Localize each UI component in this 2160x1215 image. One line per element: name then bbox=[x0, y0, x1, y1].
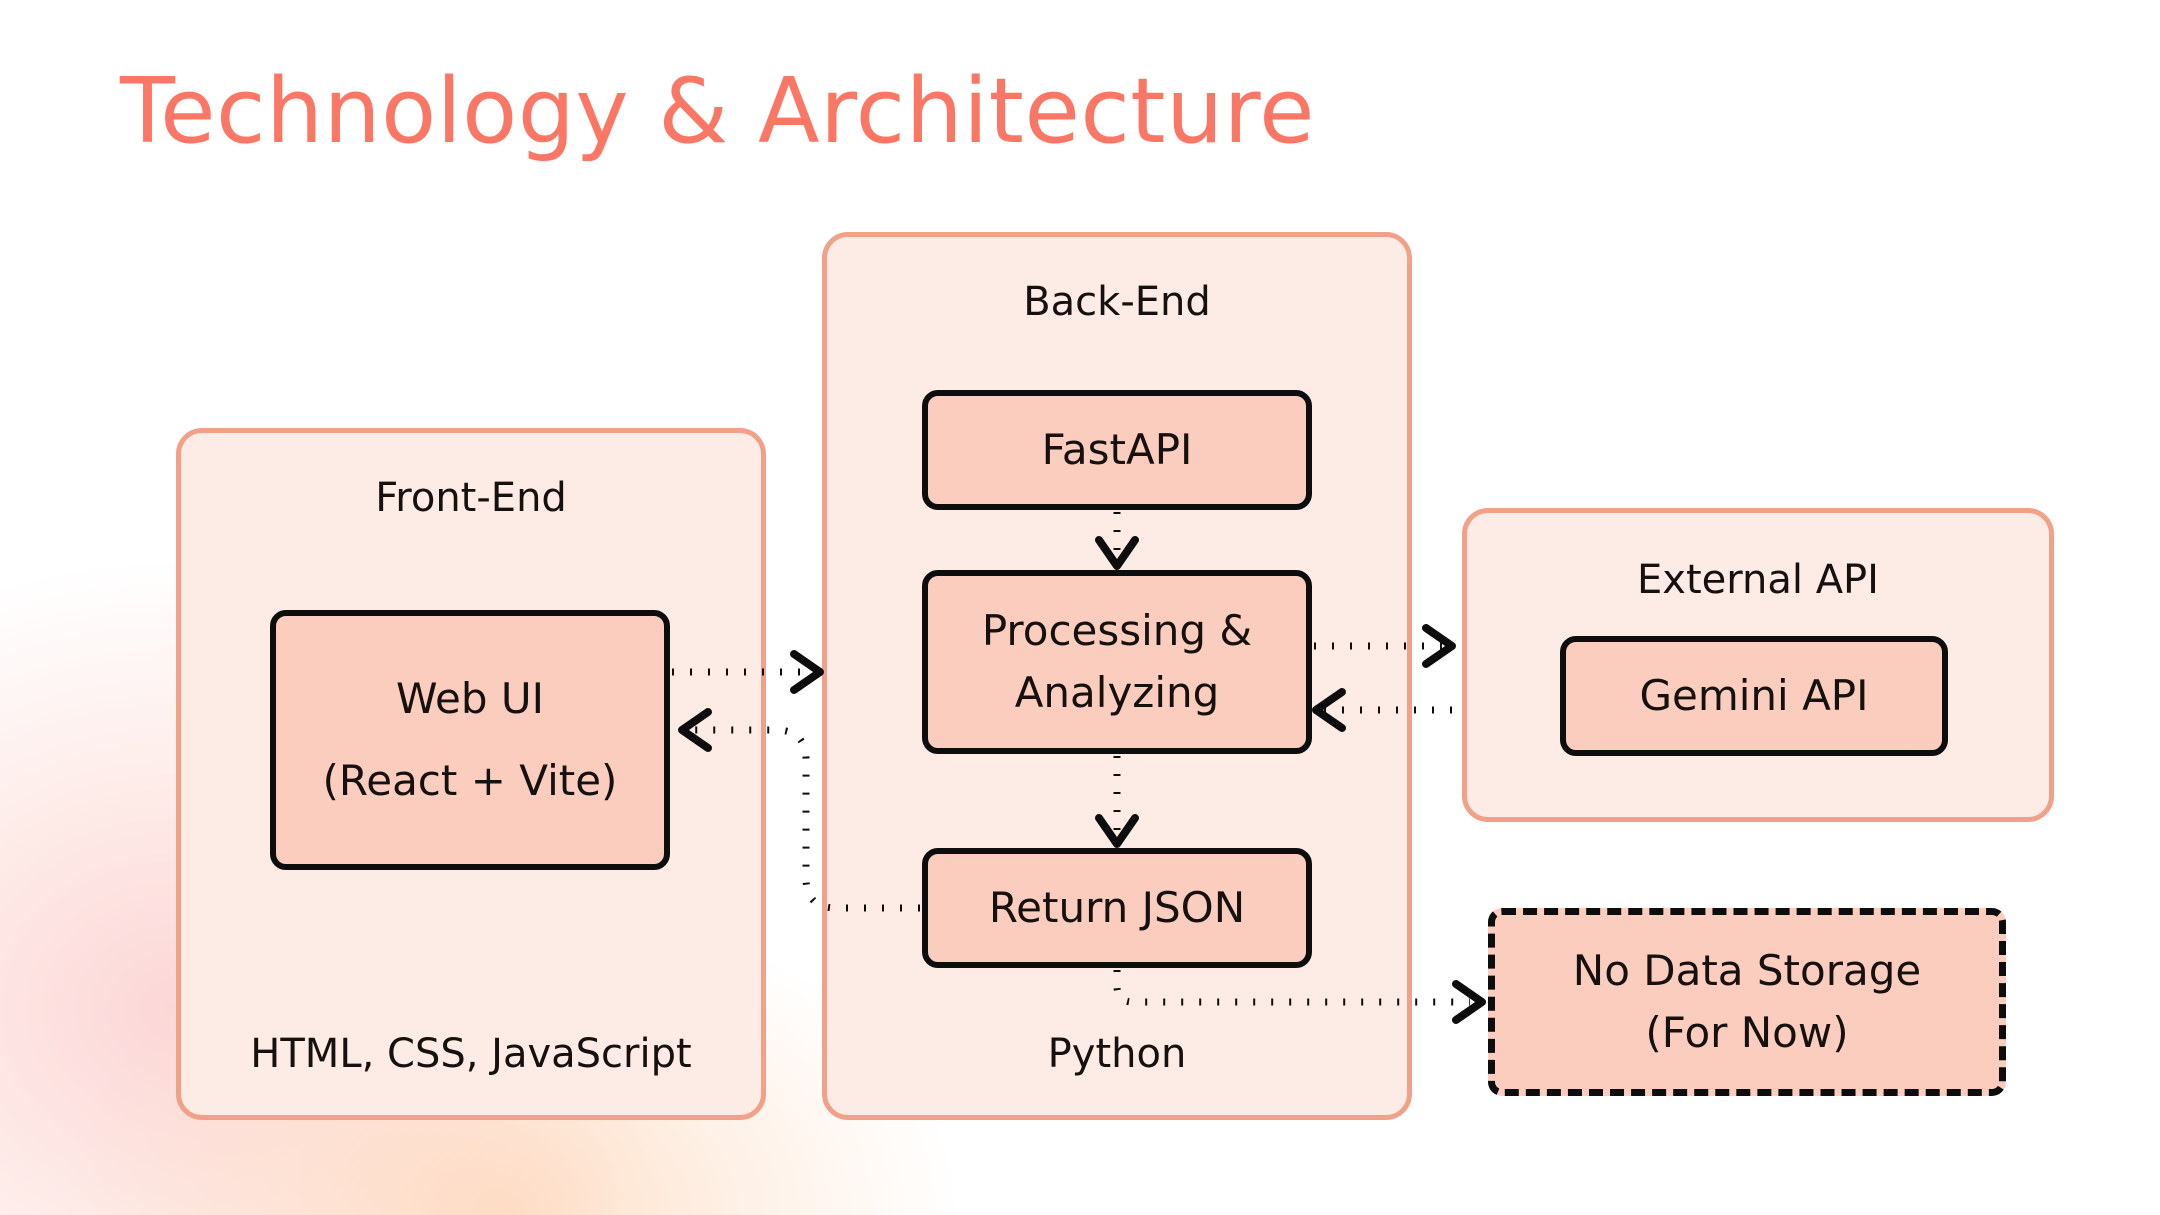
node-fastapi-label: FastAPI bbox=[1041, 424, 1193, 474]
group-front-end-title: Front-End bbox=[375, 475, 567, 521]
node-web-ui[interactable]: Web UI (React + Vite) bbox=[270, 610, 670, 870]
node-processing-line-2: Analyzing bbox=[1014, 668, 1220, 717]
group-front-end-footer: HTML, CSS, JavaScript bbox=[250, 1031, 692, 1077]
node-processing-analyzing[interactable]: Processing & Analyzing bbox=[922, 570, 1312, 754]
node-gemini-api[interactable]: Gemini API bbox=[1560, 636, 1948, 756]
node-fastapi[interactable]: FastAPI bbox=[922, 390, 1312, 510]
node-no-data-storage-line-2: (For Now) bbox=[1645, 1008, 1849, 1057]
node-return-json-label: Return JSON bbox=[988, 882, 1246, 932]
group-back-end-footer: Python bbox=[1047, 1031, 1187, 1077]
node-no-data-storage[interactable]: No Data Storage (For Now) bbox=[1488, 908, 2006, 1096]
group-external-api-title: External API bbox=[1637, 557, 1879, 603]
page-title: Technology & Architecture bbox=[120, 59, 1316, 164]
node-processing-line-1: Processing & bbox=[981, 605, 1253, 655]
group-back-end-title: Back-End bbox=[1023, 279, 1211, 325]
node-web-ui-line-1: Web UI bbox=[395, 673, 545, 723]
node-return-json[interactable]: Return JSON bbox=[922, 848, 1312, 968]
node-web-ui-line-2: (React + Vite) bbox=[322, 756, 618, 805]
node-gemini-api-label: Gemini API bbox=[1639, 670, 1869, 720]
node-no-data-storage-line-1: No Data Storage bbox=[1572, 945, 1922, 995]
